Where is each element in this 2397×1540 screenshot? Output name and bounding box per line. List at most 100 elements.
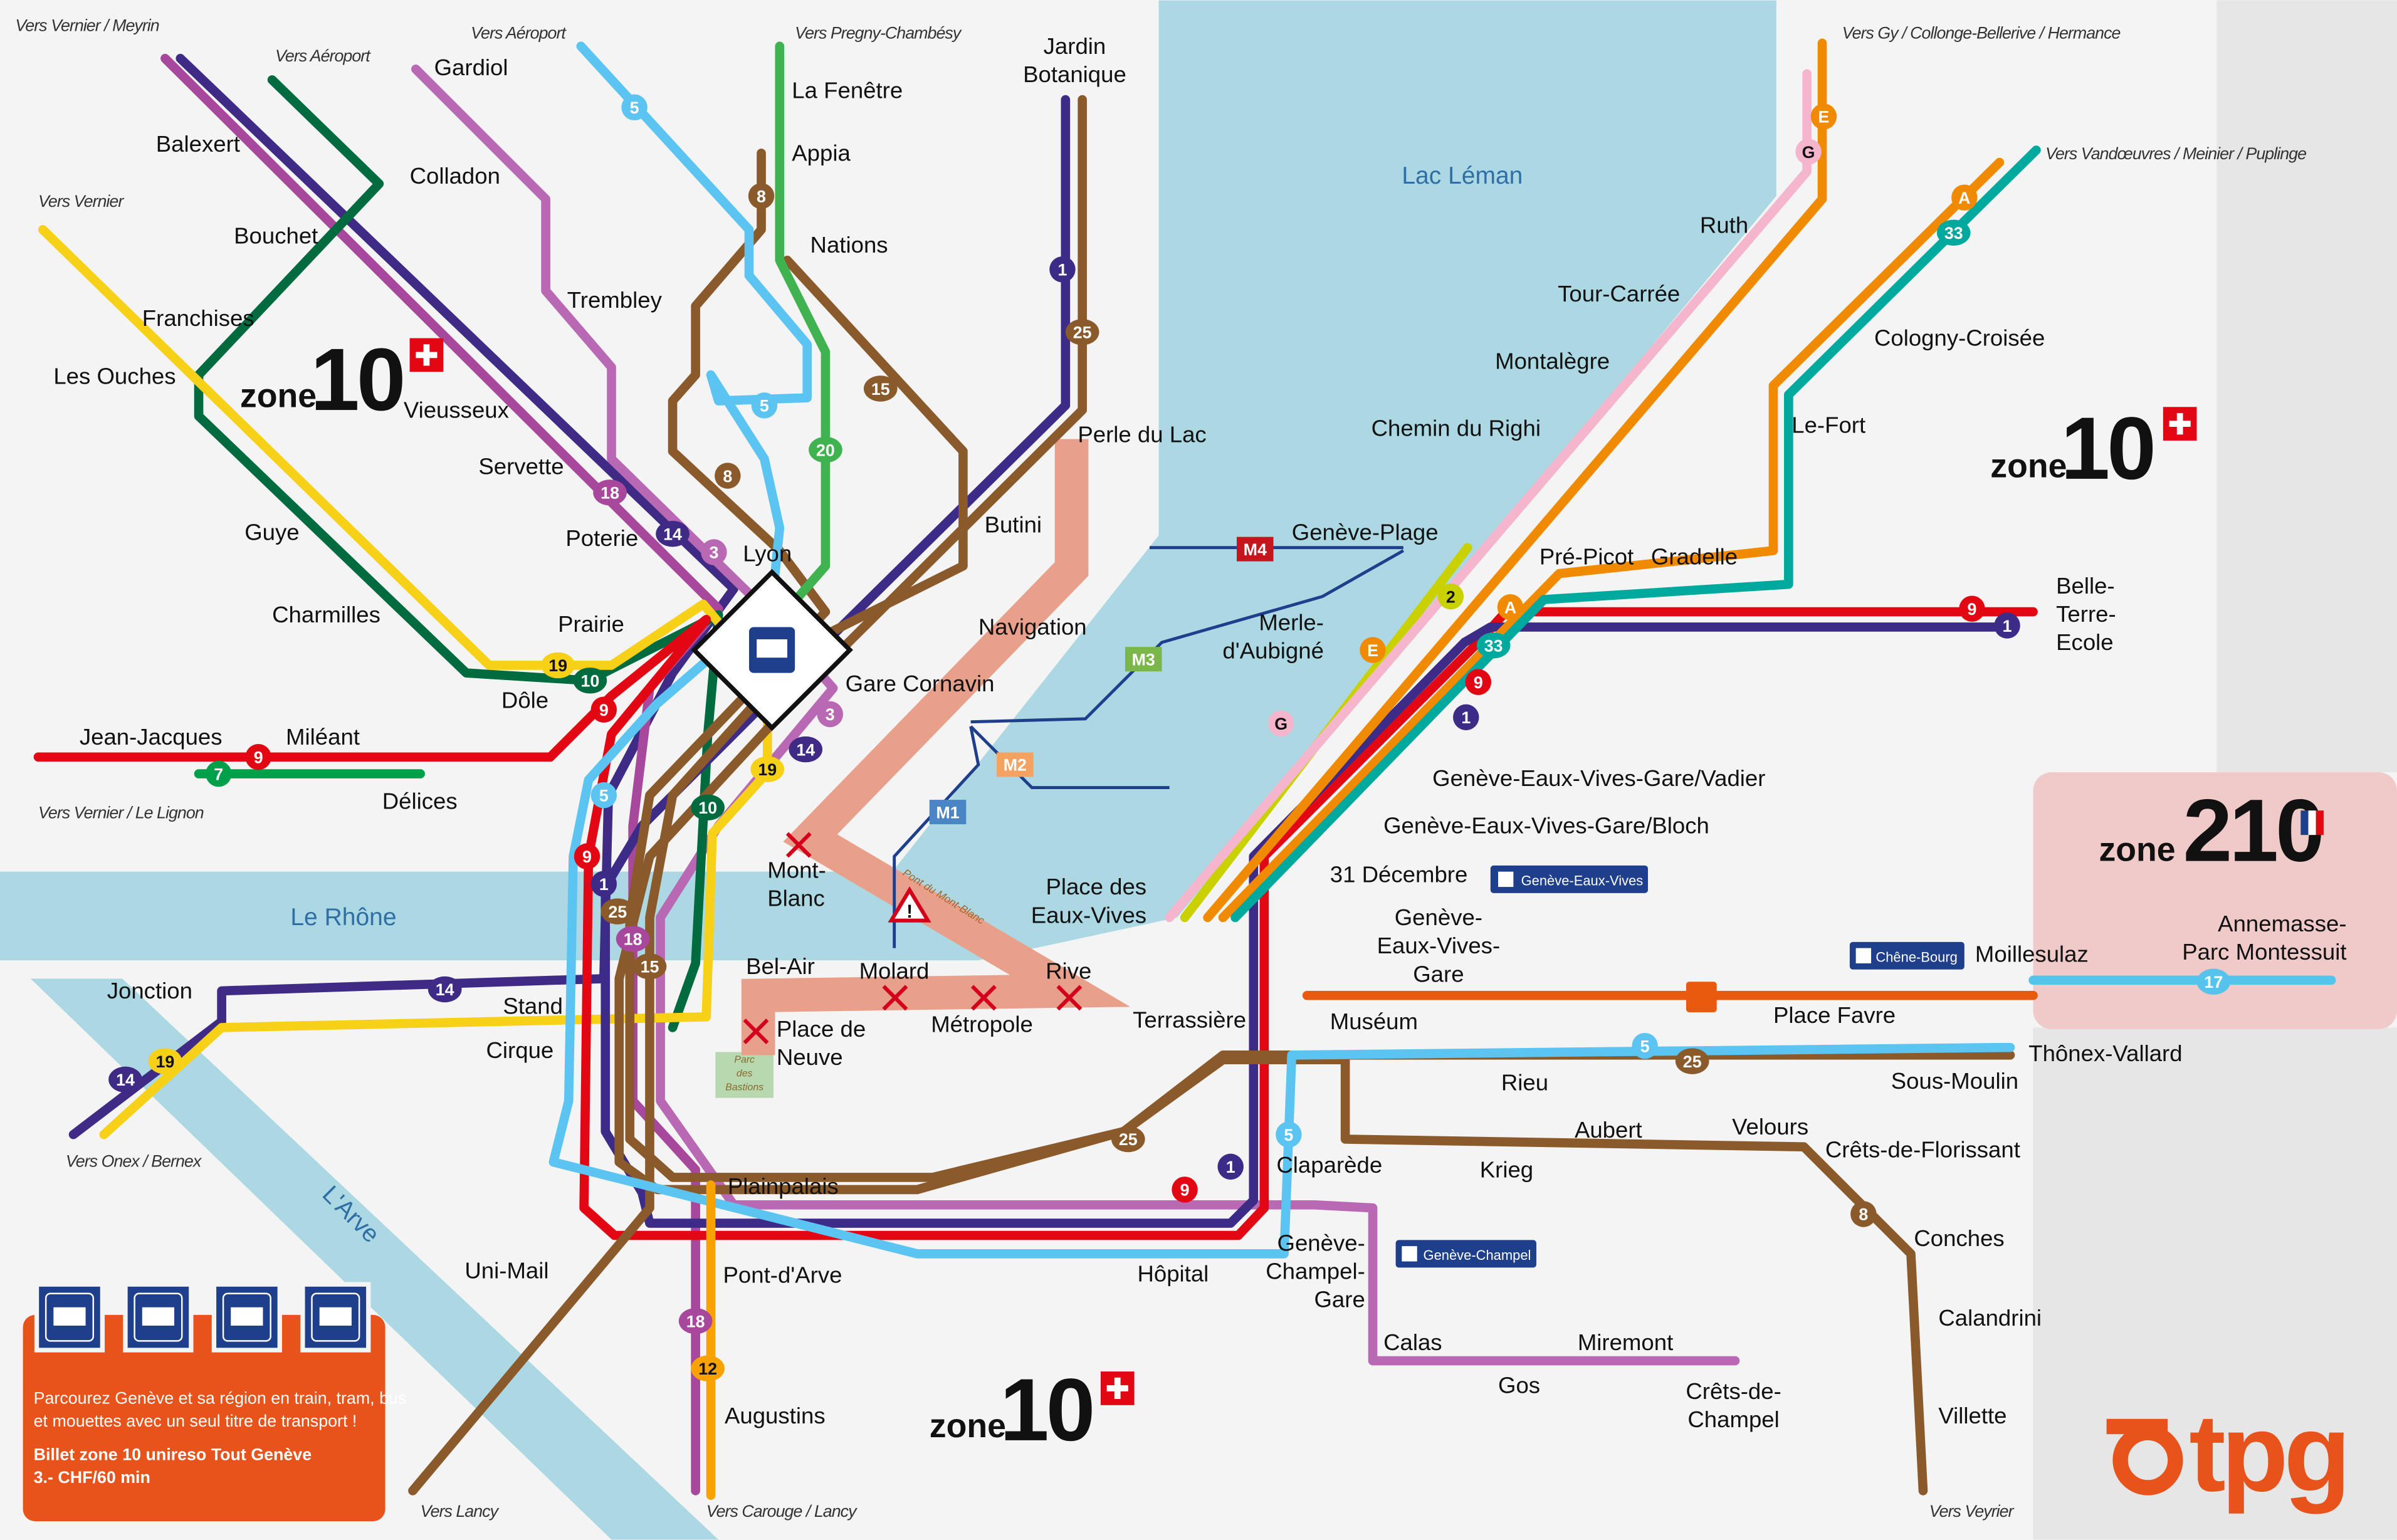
station-mileant[interactable]: Miléant [286,724,360,750]
station-unimail[interactable]: Uni-Mail [464,1257,548,1283]
station-champelgare[interactable]: Genève-Champel-Gare [1266,1230,1365,1312]
station-lyon[interactable]: Lyon [743,541,792,567]
station-prairie[interactable]: Prairie [558,611,624,637]
station-jonction[interactable]: Jonction [107,978,192,1003]
line-badge-8[interactable]: 8 [715,463,741,489]
station-perle[interactable]: Perle du Lac [1078,421,1206,447]
station-annemasse[interactable]: Annemasse-Parc Montessuit [2182,911,2346,965]
station-fenetre[interactable]: La Fenêtre [792,78,903,103]
line-badge-7[interactable]: 7 [206,760,232,787]
station-florissant[interactable]: Crêts-de-Florissant [1825,1137,2020,1163]
station-balexert[interactable]: Balexert [156,131,240,157]
line-badge-2[interactable]: 2 [1437,583,1464,610]
line-badge-18[interactable]: 18 [616,926,650,952]
station-bouchet[interactable]: Bouchet [234,223,318,248]
route-line-e[interactable] [1203,38,1827,923]
line-badge-9[interactable]: 9 [245,744,271,770]
route-line-8[interactable] [625,149,1928,1495]
line-badge-5[interactable]: 5 [590,782,617,809]
station-montblanc[interactable]: Mont-Blanc [767,857,826,911]
line-badge-18[interactable]: 18 [678,1307,713,1334]
station-vadier[interactable]: Genève-Eaux-Vives-Gare/Vadier [1432,765,1765,791]
gare-cornavin-hub[interactable] [691,568,853,731]
station-plage[interactable]: Genève-Plage [1292,519,1439,545]
station-moillesulaz[interactable]: Moillesulaz [1975,941,2089,967]
line-badge-9[interactable]: 9 [1959,595,1985,622]
station-sousmoulin[interactable]: Sous-Moulin [1891,1068,2018,1094]
line-badge-18[interactable]: 18 [593,479,627,506]
line-badge-14[interactable]: 14 [656,520,690,547]
station-belair[interactable]: Bel-Air [746,953,815,979]
line-badge-9[interactable]: 9 [574,843,601,870]
line-badge-e[interactable]: E [1810,103,1837,130]
station-lefort[interactable]: Le-Fort [1791,412,1865,438]
line-badge-10[interactable]: 10 [691,794,725,820]
boat-badge-m1[interactable]: M1 [929,800,967,825]
station-nations[interactable]: Nations [810,232,888,258]
station-vieusseux[interactable]: Vieusseux [404,397,509,422]
line-badge-25[interactable]: 25 [1111,1126,1145,1153]
station-cirque[interactable]: Cirque [486,1037,554,1063]
line-badge-14[interactable]: 14 [789,736,823,763]
station-gos[interactable]: Gos [1498,1372,1540,1398]
station-thonex[interactable]: Thônex-Vallard [2028,1040,2182,1066]
station-placefavre[interactable]: Place Favre [1773,1002,1896,1028]
line-badge-5[interactable]: 5 [751,392,778,419]
route-line-10[interactable] [194,75,723,1032]
line-badge-14[interactable]: 14 [427,976,462,1003]
line-badge-g[interactable]: G [1795,139,1822,165]
station-decembre[interactable]: 31 Décembre [1330,862,1468,888]
line-badge-19[interactable]: 19 [148,1048,182,1074]
line-badge-17[interactable]: 17 [2196,968,2231,995]
station-calas[interactable]: Calas [1383,1329,1442,1355]
line-badge-e[interactable]: E [1360,637,1386,663]
route-line-18[interactable] [160,53,723,1495]
route-line-9[interactable] [33,607,2038,1240]
line-badge-10[interactable]: 10 [573,668,607,694]
station-prepicot[interactable]: Pré-Picot [1539,543,1634,569]
station-cornavin[interactable]: Gare Cornavin [846,671,995,696]
line-badge-1[interactable]: 1 [1049,256,1076,283]
station-navigation[interactable]: Navigation [978,614,1087,640]
line-badge-1[interactable]: 1 [1217,1153,1244,1180]
station-museum[interactable]: Muséum [1330,1008,1418,1034]
line-badge-1[interactable]: 1 [1994,612,2020,639]
line-badge-33[interactable]: 33 [1936,219,1971,246]
train-tag-champel[interactable]: Genève-Champel [1395,1240,1536,1268]
station-ruth[interactable]: Ruth [1700,212,1748,238]
station-gardiol[interactable]: Gardiol [434,55,508,80]
station-trembley[interactable]: Trembley [567,287,663,313]
route-line-g[interactable] [1165,69,1812,923]
line-badge-19[interactable]: 19 [750,756,785,783]
route-line-20[interactable] [767,41,831,632]
station-merle[interactable]: Merle-d'Aubigné [1222,609,1324,663]
station-hopital[interactable]: Hôpital [1137,1260,1209,1286]
station-jeanjacques[interactable]: Jean-Jacques [80,724,223,750]
line-badge-a[interactable]: A [1951,184,1978,211]
boat-badge-m4[interactable]: M4 [1236,537,1274,562]
station-montalegre[interactable]: Montalègre [1495,348,1610,374]
route-line-a[interactable] [1218,157,2005,923]
station-augustins[interactable]: Augustins [725,1403,826,1428]
train-tag-eaux-vives[interactable]: Genève-Eaux-Vives [1490,865,1648,893]
station-rieu[interactable]: Rieu [1501,1069,1548,1095]
line-badge-33[interactable]: 33 [1476,632,1511,659]
line-badge-14[interactable]: 14 [108,1066,142,1093]
line-badge-5[interactable]: 5 [1632,1032,1658,1059]
line-badge-5[interactable]: 5 [1276,1121,1302,1148]
line-badge-25[interactable]: 25 [1065,319,1099,345]
line-badge-15[interactable]: 15 [863,375,898,402]
station-bloch[interactable]: Genève-Eaux-Vives-Gare/Bloch [1383,813,1709,839]
line-badge-a[interactable]: A [1497,594,1524,621]
line-badge-19[interactable]: 19 [541,652,575,679]
line-badge-12[interactable]: 12 [691,1355,725,1382]
station-butini[interactable]: Butini [985,511,1042,537]
station-tourcarree[interactable]: Tour-Carrée [1558,281,1680,306]
station-velours[interactable]: Velours [1732,1114,1808,1139]
station-ouches[interactable]: Les Ouches [53,364,176,389]
station-miremont[interactable]: Miremont [1578,1329,1673,1355]
station-calandrini[interactable]: Calandrini [1938,1305,2042,1331]
station-villette[interactable]: Villette [1938,1403,2006,1428]
